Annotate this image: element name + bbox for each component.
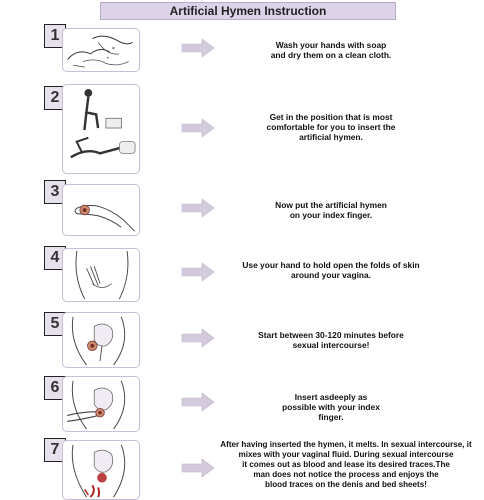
step-text: Insert asdeeply as possible with your in… [226,392,436,422]
step-text: After having inserted the hymen, it melt… [212,440,480,490]
step-4: 4 Use your hand to hold open the folds o… [0,244,484,304]
arrow-right-icon [181,392,215,412]
arrow-right-icon [181,118,215,138]
step-2: 2 Get in the position that is most comfo… [0,82,484,174]
body-position-illustration [62,84,140,174]
step-text-line: artificial hymen. [299,132,363,142]
step-text-line: Now put the artificial hymen [275,200,387,210]
step-text-line: blood traces on the denis and bed sheets… [265,480,427,489]
step-text: Get in the position that is most comfort… [226,112,436,142]
step-text: Use your hand to hold open the folds of … [226,260,436,280]
step-text: Start between 30-120 minutes before sexu… [226,330,436,350]
arrow-right-icon [181,328,215,348]
step-7: 7 After having inserted the hymen, it me… [0,436,484,500]
step-text: Wash your hands with soap and dry them o… [226,40,436,60]
step-text-line: After having inserted the hymen, it melt… [220,440,472,449]
arrow-right-icon [181,198,215,218]
step-text-line: on your index finger. [289,210,373,220]
step-text-line: comfortable for you to insert the [266,122,396,132]
step-text-line: around your vagina. [290,270,372,280]
arrow-right-icon [181,38,215,58]
arrow-right-icon [181,458,215,478]
step-text-line: Use your hand to hold open the folds of … [242,260,420,270]
hand-washing-illustration [62,28,140,72]
step-text-line: Get in the position that is most [269,112,393,122]
step-text-line: sexual intercourse! [292,340,370,350]
finger-hymen-illustration [62,184,140,236]
step-text-line: and dry them on a clean cloth. [270,50,392,60]
step-text-line: man does not notice the process and enjo… [253,470,439,479]
step-text-line: possible with your index [282,402,380,412]
hand-opening-illustration [62,248,140,302]
step-text-line: Insert asdeeply as [294,392,368,402]
page-title: Artificial Hymen Instruction [100,2,396,20]
step-3: 3 Now put the artificial hymen on your i… [0,180,484,238]
step-text-line: Start between 30-120 minutes before [258,330,404,340]
step-5: 5 Start between 30-120 minutes before se… [0,310,484,368]
anatomy-illustration [62,312,140,368]
arrow-right-icon [181,262,215,282]
step-text-line: Wash your hands with soap [275,40,387,50]
step-text: Now put the artificial hymen on your ind… [226,200,436,220]
result-illustration [62,440,140,500]
step-text-line: it comes out as blood and lease its desi… [242,460,450,469]
step-6: 6 Insert asdeeply as possible with your … [0,374,484,432]
step-number: 3 [44,180,66,204]
step-text-line: finger. [318,412,344,422]
insertion-illustration [62,376,140,432]
step-1: 1 Wash your hands with soap and dry them… [0,24,484,74]
step-text-line: mixes with your vaginal fluid. During se… [238,450,454,459]
